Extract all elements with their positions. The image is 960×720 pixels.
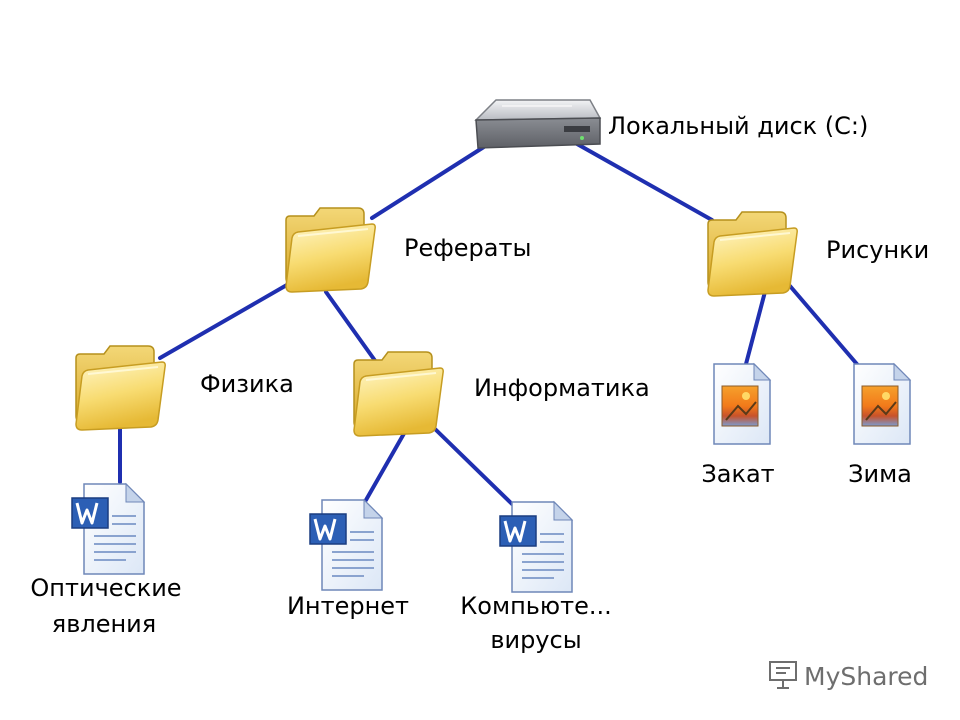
file-label-kompyuter-line2: вирусы <box>490 626 581 654</box>
file-label-opticheskie-line2: явления <box>52 610 156 638</box>
connector-referaty-informatika <box>324 290 378 364</box>
root-drive-label: Локальный диск (C:) <box>608 112 868 140</box>
folder-icon-risunki[interactable] <box>707 211 799 297</box>
hard-drive-icon[interactable] <box>475 99 601 149</box>
word-document-icon-internet[interactable] <box>308 498 384 592</box>
connector-referaty-fizika <box>158 280 294 360</box>
file-label-internet: Интернет <box>287 592 409 620</box>
connector-root-risunki <box>568 138 714 222</box>
image-file-icon-zima[interactable] <box>853 363 911 445</box>
file-label-kompyuter-line1: Компьюте... <box>460 592 612 620</box>
file-label-opticheskie-line1: Оптические <box>30 574 181 602</box>
image-file-icon-zakat[interactable] <box>713 363 771 445</box>
folder-label-fizika: Физика <box>200 370 294 398</box>
folder-label-informatika: Информатика <box>474 374 650 402</box>
connector-informatika-internet <box>364 428 408 502</box>
file-label-zima: Зима <box>848 460 912 488</box>
connectors <box>118 136 864 506</box>
word-document-icon-opticheskie[interactable] <box>70 482 146 576</box>
folder-label-referaty: Рефераты <box>404 234 531 262</box>
connector-root-referaty <box>370 136 500 220</box>
folder-icon-referaty[interactable] <box>285 207 377 293</box>
connector-informatika-kompyuter <box>432 426 514 506</box>
folder-icon-fizika[interactable] <box>75 345 167 431</box>
word-document-icon-kompyuter[interactable] <box>498 500 574 594</box>
folder-label-risunki: Рисунки <box>826 236 929 264</box>
watermark-text: MyShared <box>804 662 928 691</box>
file-label-zakat: Закат <box>701 460 774 488</box>
watermark: MyShared <box>769 661 928 691</box>
presentation-icon <box>769 661 797 689</box>
connector-risunki-zakat <box>744 286 768 366</box>
connector-risunki-zima <box>788 284 864 372</box>
folder-icon-informatika[interactable] <box>353 351 445 437</box>
